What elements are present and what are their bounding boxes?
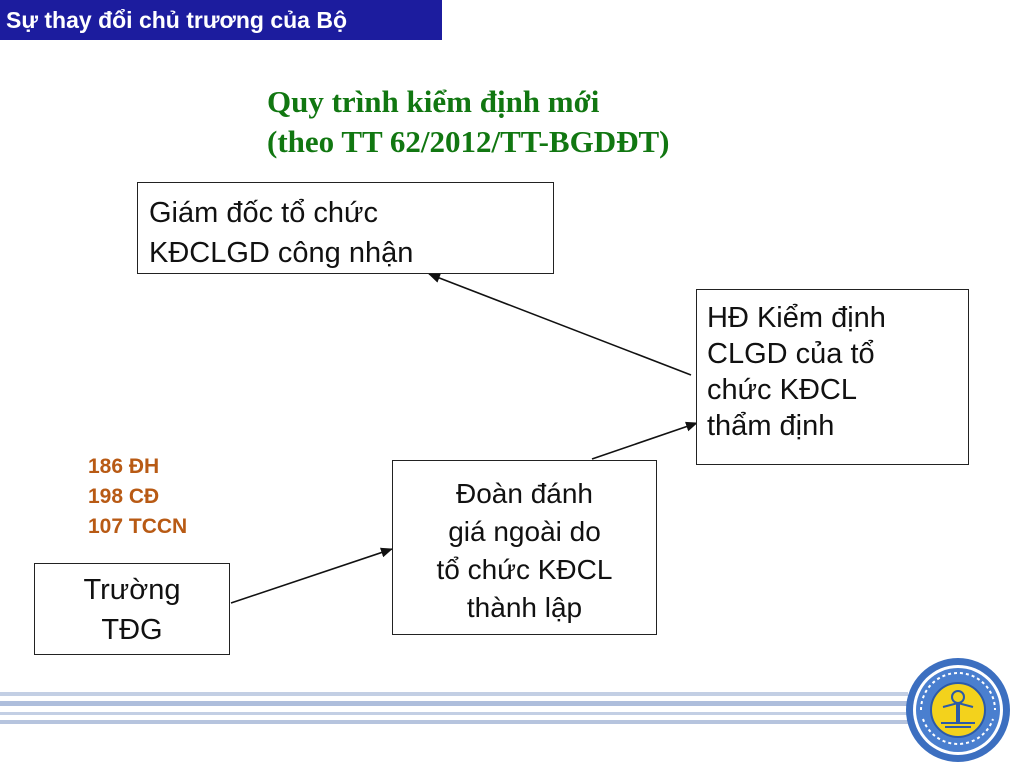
team-line-1: Đoàn đánh (455, 478, 593, 509)
arrow-team-to-council (591, 421, 698, 460)
stat-universities: 186 ĐH (88, 455, 160, 478)
box-council-appraisal: HĐ Kiểm định CLGD của tổ chức KĐCL thẩm … (696, 289, 969, 465)
director-line-1: Giám đốc tổ chức (149, 197, 378, 229)
council-line-2: CLGD của tổ (707, 338, 875, 370)
arrow-council-to-director (428, 273, 692, 376)
team-line-2: giá ngoài do (448, 516, 601, 547)
arrow-school-to-team (230, 547, 393, 604)
footer-line (0, 701, 908, 706)
box-director-recognition: Giám đốc tổ chức KĐCLGD công nhận (137, 182, 554, 274)
council-line-3: chức KĐCL (707, 374, 857, 406)
council-line-1: HĐ Kiểm định (707, 302, 886, 334)
footer-line (0, 712, 908, 715)
stat-colleges: 198 CĐ (88, 485, 160, 508)
team-line-4: thành lập (466, 592, 583, 623)
council-line-4: thẩm định (707, 410, 835, 442)
header-label: Sự thay đổi chủ trương của Bộ (6, 7, 348, 33)
header-tab: Sự thay đổi chủ trương của Bộ (0, 0, 442, 40)
page-title: Quy trình kiểm định mới (theo TT 62/2012… (267, 82, 827, 162)
box-school-self-assessment: Trường TĐG (34, 563, 230, 655)
footer-line (0, 720, 908, 724)
stats-list: 186 ĐH 198 CĐ 107 TCCN (88, 452, 187, 542)
school-line-1: Trường (83, 574, 181, 606)
organization-seal-icon (906, 658, 1010, 762)
footer-decoration (0, 688, 908, 728)
school-line-2: TĐG (101, 614, 163, 646)
title-line-1: Quy trình kiểm định mới (267, 84, 600, 119)
team-line-3: tổ chức KĐCL (436, 554, 613, 585)
stat-vocational: 107 TCCN (88, 515, 188, 538)
director-line-2: KĐCLGD công nhận (149, 237, 414, 269)
box-external-review-team: Đoàn đánh giá ngoài do tổ chức KĐCL thàn… (392, 460, 657, 635)
title-line-2: (theo TT 62/2012/TT-BGDĐT) (267, 124, 670, 159)
footer-line (0, 692, 908, 696)
